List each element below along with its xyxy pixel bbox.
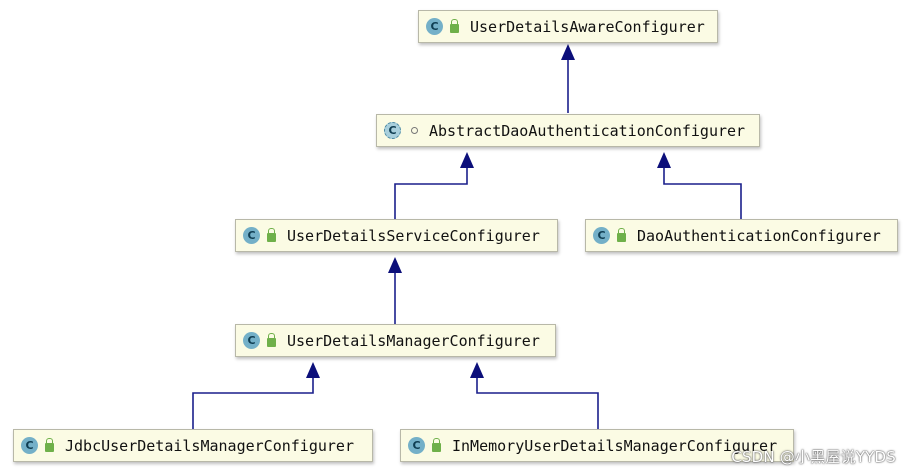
class-node-inmemoryuserdetailsmanagerconfigurer[interactable]: C InMemoryUserDetailsManagerConfigurer bbox=[400, 429, 794, 462]
class-name: JdbcUserDetailsManagerConfigurer bbox=[65, 436, 354, 455]
edge-jdbc-to-manager bbox=[192, 375, 314, 429]
class-name: InMemoryUserDetailsManagerConfigurer bbox=[452, 436, 778, 455]
edge-dao-to-abstractdao bbox=[663, 165, 742, 219]
arrowhead-manager-left bbox=[306, 362, 320, 378]
arrowhead-abstractdao-right bbox=[657, 152, 671, 168]
class-node-jdbcuserdetailsmanagerconfigurer[interactable]: C JdbcUserDetailsManagerConfigurer bbox=[13, 429, 373, 462]
arrowhead-service bbox=[388, 257, 402, 273]
class-name: DaoAuthenticationConfigurer bbox=[637, 226, 881, 245]
lock-icon bbox=[45, 437, 54, 452]
class-name: UserDetailsManagerConfigurer bbox=[287, 331, 540, 350]
dot-icon bbox=[411, 127, 418, 134]
abstract-class-icon: C bbox=[384, 122, 401, 139]
edge-service-to-abstractdao bbox=[394, 165, 468, 219]
lock-icon bbox=[267, 227, 276, 242]
arrowhead-useraware bbox=[561, 44, 575, 60]
class-name: UserDetailsAwareConfigurer bbox=[470, 17, 705, 36]
watermark: CSDN @小黑屋说YYDS bbox=[731, 448, 896, 466]
class-icon: C bbox=[243, 332, 260, 349]
lock-icon bbox=[617, 227, 626, 242]
class-icon: C bbox=[21, 437, 38, 454]
class-icon: C bbox=[593, 227, 610, 244]
class-node-abstractdaoauthenticationconfigurer[interactable]: C AbstractDaoAuthenticationConfigurer bbox=[376, 114, 760, 147]
class-icon: C bbox=[426, 18, 443, 35]
arrowhead-abstractdao-left bbox=[460, 152, 474, 168]
class-node-userdetailsserviceconfigurer[interactable]: C UserDetailsServiceConfigurer bbox=[235, 219, 558, 252]
class-node-userdetailsmanagerconfigurer[interactable]: C UserDetailsManagerConfigurer bbox=[235, 324, 556, 357]
class-name: UserDetailsServiceConfigurer bbox=[287, 226, 540, 245]
class-icon: C bbox=[243, 227, 260, 244]
arrowhead-manager-right bbox=[470, 362, 484, 378]
class-name: AbstractDaoAuthenticationConfigurer bbox=[429, 121, 746, 140]
class-node-daoauthenticationconfigurer[interactable]: C DaoAuthenticationConfigurer bbox=[585, 219, 898, 252]
class-icon: C bbox=[408, 437, 425, 454]
edge-inmemory-to-manager bbox=[476, 375, 599, 429]
lock-icon bbox=[267, 332, 276, 347]
lock-icon bbox=[450, 18, 459, 33]
class-node-userdetailsawareconfigurer[interactable]: C UserDetailsAwareConfigurer bbox=[418, 10, 718, 43]
lock-icon bbox=[432, 437, 441, 452]
